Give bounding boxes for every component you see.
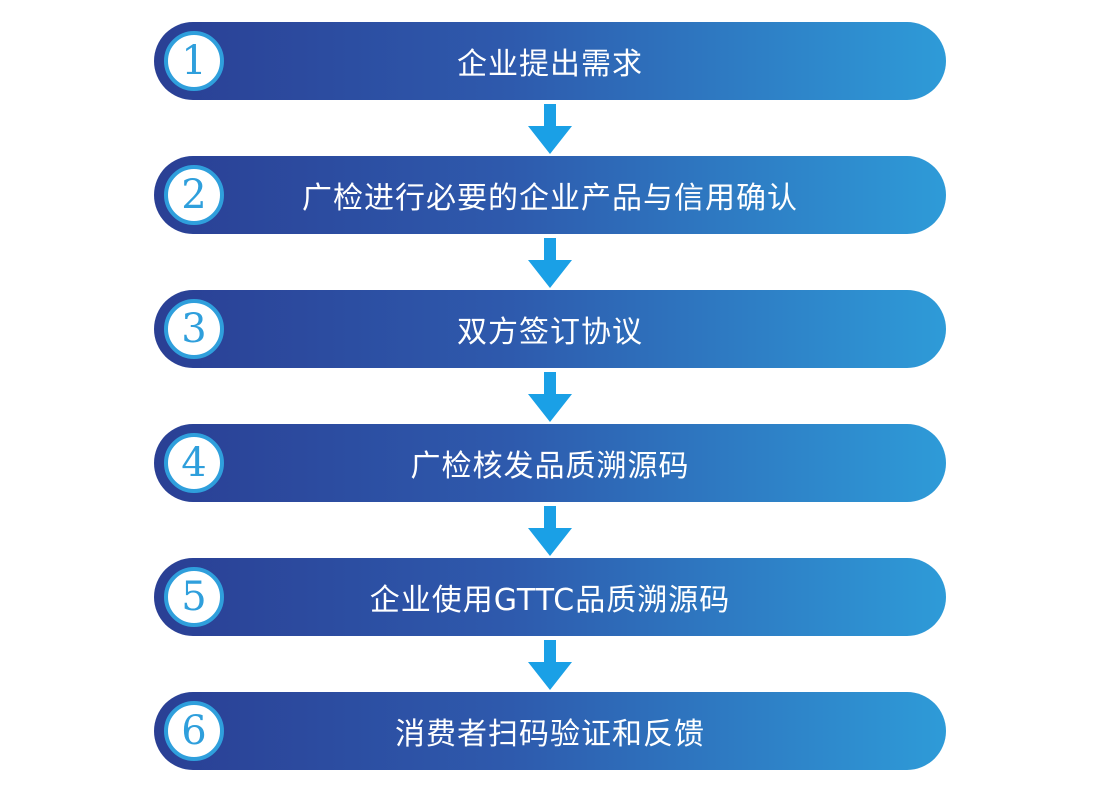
step-label: 企业使用GTTC品质溯源码 — [369, 583, 731, 618]
step-2: 2 广检进行必要的企业产品与信用确认 — [154, 156, 946, 234]
down-arrow-icon — [528, 640, 572, 690]
step-number-badge: 1 — [164, 31, 224, 91]
step-number-badge: 3 — [164, 299, 224, 359]
step-1: 1 企业提出需求 — [154, 22, 946, 100]
down-arrow-icon — [528, 506, 572, 556]
step-number-badge: 5 — [164, 567, 224, 627]
step-label: 双方签订协议 — [457, 315, 643, 350]
step-label: 企业提出需求 — [457, 47, 643, 82]
step-label: 广检进行必要的企业产品与信用确认 — [302, 181, 798, 216]
step-label: 广检核发品质溯源码 — [410, 449, 690, 484]
step-number-badge: 6 — [164, 701, 224, 761]
step-6: 6 消费者扫码验证和反馈 — [154, 692, 946, 770]
down-arrow-icon — [528, 104, 572, 154]
step-5: 5 企业使用GTTC品质溯源码 — [154, 558, 946, 636]
step-number-badge: 4 — [164, 433, 224, 493]
step-3: 3 双方签订协议 — [154, 290, 946, 368]
step-label: 消费者扫码验证和反馈 — [395, 717, 705, 752]
step-number-badge: 2 — [164, 165, 224, 225]
step-4: 4 广检核发品质溯源码 — [154, 424, 946, 502]
down-arrow-icon — [528, 238, 572, 288]
down-arrow-icon — [528, 372, 572, 422]
